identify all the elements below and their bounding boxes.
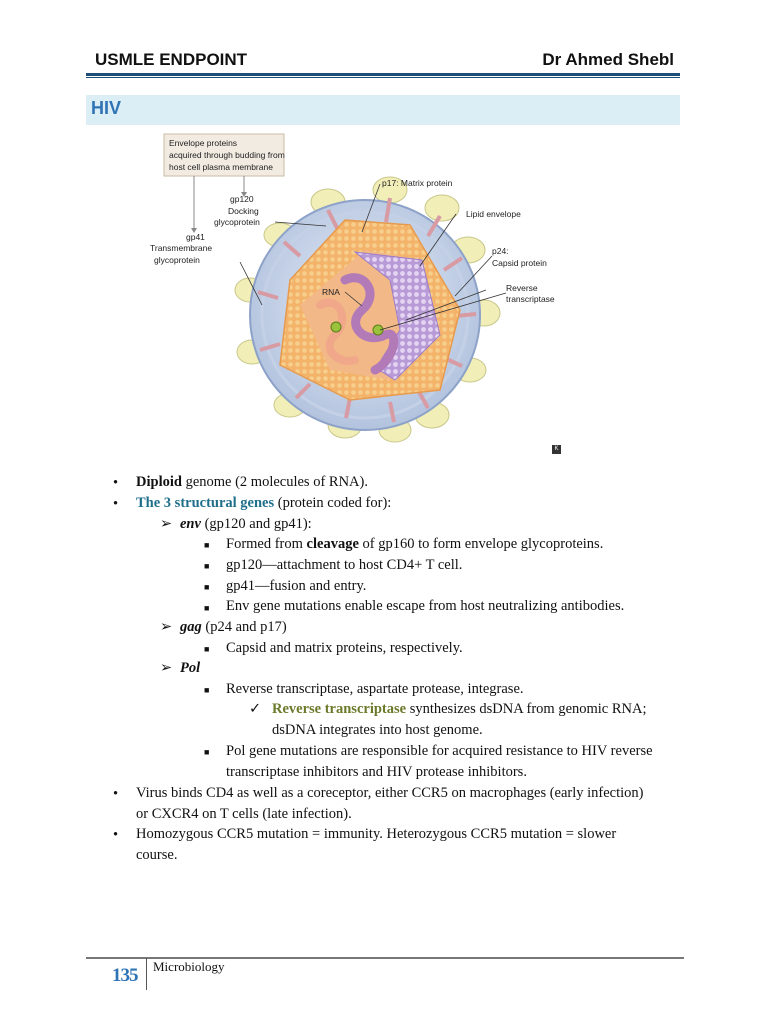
square-bullet: ■ bbox=[204, 561, 210, 571]
footer-subject: Microbiology bbox=[153, 959, 225, 974]
header-rule-thin bbox=[86, 77, 680, 78]
pol-item-enzymes: Reverse transcriptase, aspartate proteas… bbox=[226, 681, 524, 697]
square-bullet: ■ bbox=[204, 685, 210, 695]
label-gp41-desc2: glycoprotein bbox=[154, 255, 200, 265]
label-p24-desc: Capsid protein bbox=[492, 258, 547, 268]
square-bullet: ■ bbox=[204, 540, 210, 550]
label-gp120-desc: Docking bbox=[228, 206, 259, 216]
label-rna: RNA bbox=[322, 287, 340, 297]
bullet-dot: • bbox=[113, 827, 119, 843]
bullet-coreceptor: Virus binds CD4 as well as a coreceptor,… bbox=[136, 785, 644, 801]
header-title: USMLE ENDPOINT bbox=[95, 50, 248, 69]
gene-env: env (gp120 and gp41): bbox=[180, 516, 312, 532]
header-author: Dr Ahmed Shebl bbox=[542, 50, 674, 69]
bullet-diploid: Diploid genome (2 molecules of RNA). bbox=[136, 474, 368, 490]
label-p17: p17: Matrix protein bbox=[382, 178, 453, 188]
pol-item-resistance: Pol gene mutations are responsible for a… bbox=[226, 743, 653, 759]
pol-check-rt-line2: dsDNA integrates into host genome. bbox=[272, 722, 483, 738]
label-gp120: gp120 bbox=[230, 194, 254, 204]
arrow-pol: ➢ bbox=[160, 660, 173, 676]
label-p24: p24: bbox=[492, 246, 509, 256]
env-item-gp120: gp120—attachment to host CD4+ T cell. bbox=[226, 557, 463, 573]
label-reverse: Reverse bbox=[506, 283, 538, 293]
pol-item-resistance-line2: transcriptase inhibitors and HIV proteas… bbox=[226, 764, 527, 780]
bullet-ccr5-line2: course. bbox=[136, 847, 178, 863]
reverse-transcriptase-2 bbox=[372, 324, 384, 336]
arrow-env: ➢ bbox=[160, 516, 173, 532]
label-gp120-desc2: glycoprotein bbox=[214, 217, 260, 227]
header-rule bbox=[86, 73, 680, 76]
callout-line-1: Envelope proteins bbox=[169, 138, 237, 148]
square-bullet: ■ bbox=[204, 603, 210, 613]
square-bullet: ■ bbox=[204, 747, 210, 757]
label-lipid-envelope: Lipid envelope bbox=[466, 209, 521, 219]
bullet-dot: • bbox=[113, 786, 119, 802]
page-number: 135 bbox=[112, 965, 138, 986]
hiv-virion-diagram: Envelope proteins acquired through buddi… bbox=[150, 133, 555, 443]
gene-pol: Pol bbox=[180, 660, 201, 676]
page-header: USMLE ENDPOINT Dr Ahmed Shebl bbox=[86, 44, 680, 72]
bullet-coreceptor-line2: or CXCR4 on T cells (late infection). bbox=[136, 806, 352, 822]
bullet-ccr5: Homozygous CCR5 mutation = immunity. Het… bbox=[136, 826, 617, 842]
callout-box bbox=[163, 133, 285, 177]
square-bullet: ■ bbox=[204, 644, 210, 654]
footer-rule bbox=[86, 957, 684, 959]
label-gp41: gp41 bbox=[186, 232, 205, 242]
gag-item: Capsid and matrix proteins, respectively… bbox=[226, 640, 463, 656]
env-item-gp41: gp41—fusion and entry. bbox=[226, 578, 367, 594]
callout-line-3: host cell plasma membrane bbox=[169, 162, 273, 172]
section-heading: HIV bbox=[86, 95, 680, 125]
section-title: HIV bbox=[91, 98, 122, 118]
env-item-cleavage: Formed from cleavage of gp160 to form en… bbox=[226, 536, 604, 552]
footer-divider bbox=[146, 958, 147, 990]
publisher-badge: K bbox=[552, 445, 561, 454]
check-icon: ✓ bbox=[249, 701, 262, 717]
pol-check-rt: Reverse transcriptase synthesizes dsDNA … bbox=[272, 701, 647, 717]
gene-gag: gag (p24 and p17) bbox=[180, 619, 287, 635]
reverse-transcriptase-1 bbox=[330, 321, 342, 333]
bullet-dot: • bbox=[113, 475, 119, 491]
bullet-structural-genes: The 3 structural genes (protein coded fo… bbox=[136, 495, 392, 511]
label-gp41-desc: Transmembrane bbox=[150, 243, 212, 253]
square-bullet: ■ bbox=[204, 582, 210, 592]
bullet-dot: • bbox=[113, 496, 119, 512]
env-item-mutations: Env gene mutations enable escape from ho… bbox=[226, 598, 625, 614]
rna-strand bbox=[340, 273, 399, 375]
callout-line-2: acquired through budding from bbox=[169, 150, 285, 160]
label-transcriptase: transcriptase bbox=[506, 294, 555, 304]
arrow-gag: ➢ bbox=[160, 619, 173, 635]
